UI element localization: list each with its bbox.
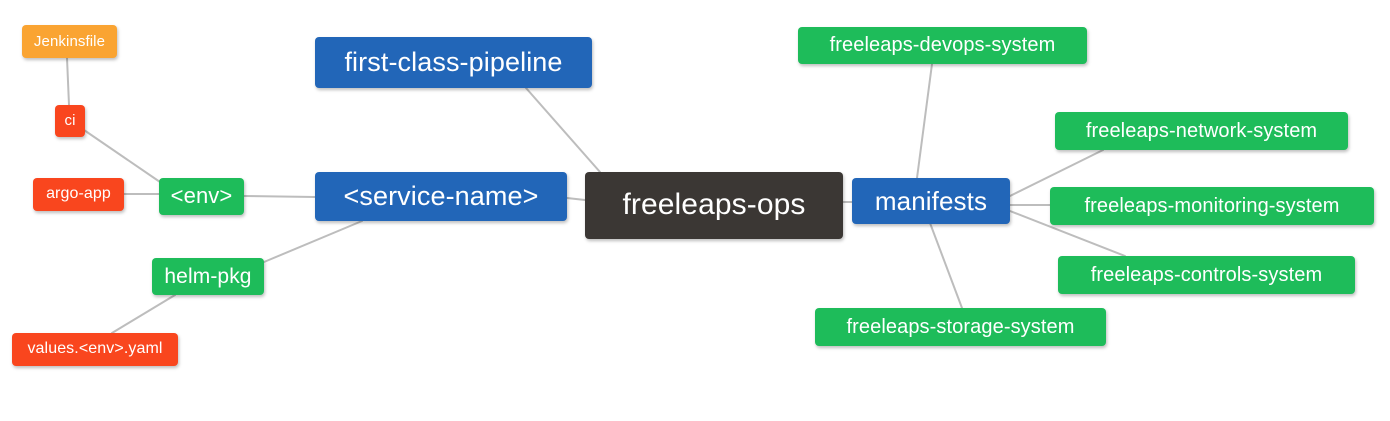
mindmap-node-label: freeleaps-monitoring-system: [1084, 194, 1340, 217]
mindmap-node-label: freeleaps-ops: [622, 188, 806, 221]
mindmap-node-freeleaps-network-system[interactable]: freeleaps-network-system: [1055, 112, 1348, 150]
mindmap-node-label: freeleaps-devops-system: [829, 34, 1056, 56]
mindmap-node-env[interactable]: <env>: [159, 178, 244, 215]
mindmap-node-jenkinsfile[interactable]: Jenkinsfile: [22, 25, 117, 58]
mindmap-node-service-name[interactable]: <service-name>: [315, 172, 567, 221]
mindmap-node-label: freeleaps-storage-system: [846, 315, 1075, 338]
mindmap-node-label: first-class-pipeline: [344, 46, 563, 77]
mindmap-node-label: <env>: [170, 183, 233, 208]
mindmap-node-freeleaps-storage-system[interactable]: freeleaps-storage-system: [815, 308, 1106, 346]
mindmap-node-label: freeleaps-controls-system: [1090, 263, 1323, 286]
mindmap-node-label: helm-pkg: [164, 264, 252, 288]
mindmap-node-argo-app[interactable]: argo-app: [33, 178, 124, 211]
mindmap-node-ci[interactable]: ci: [55, 105, 85, 137]
mindmap-node-label: manifests: [874, 185, 988, 216]
mindmap-node-label: ci: [64, 112, 76, 129]
mindmap-node-first-class-pipeline[interactable]: first-class-pipeline: [315, 37, 592, 88]
mindmap-node-label: values.<env>.yaml: [27, 340, 163, 357]
mindmap-node-manifests[interactable]: manifests: [852, 178, 1010, 224]
mindmap-node-freeleaps-ops[interactable]: freeleaps-ops: [585, 172, 843, 239]
mindmap-node-values-env-yaml[interactable]: values.<env>.yaml: [12, 333, 178, 366]
mindmap-node-label: <service-name>: [343, 180, 539, 211]
mindmap-node-freeleaps-monitoring-system[interactable]: freeleaps-monitoring-system: [1050, 187, 1374, 225]
mindmap-node-label: argo-app: [46, 185, 111, 202]
mindmap-node-freeleaps-devops-system[interactable]: freeleaps-devops-system: [798, 27, 1087, 64]
mindmap-node-freeleaps-controls-system[interactable]: freeleaps-controls-system: [1058, 256, 1355, 294]
mindmap-node-helm-pkg[interactable]: helm-pkg: [152, 258, 264, 295]
mindmap-node-label: freeleaps-network-system: [1085, 119, 1318, 142]
mindmap-node-label: Jenkinsfile: [33, 32, 106, 50]
